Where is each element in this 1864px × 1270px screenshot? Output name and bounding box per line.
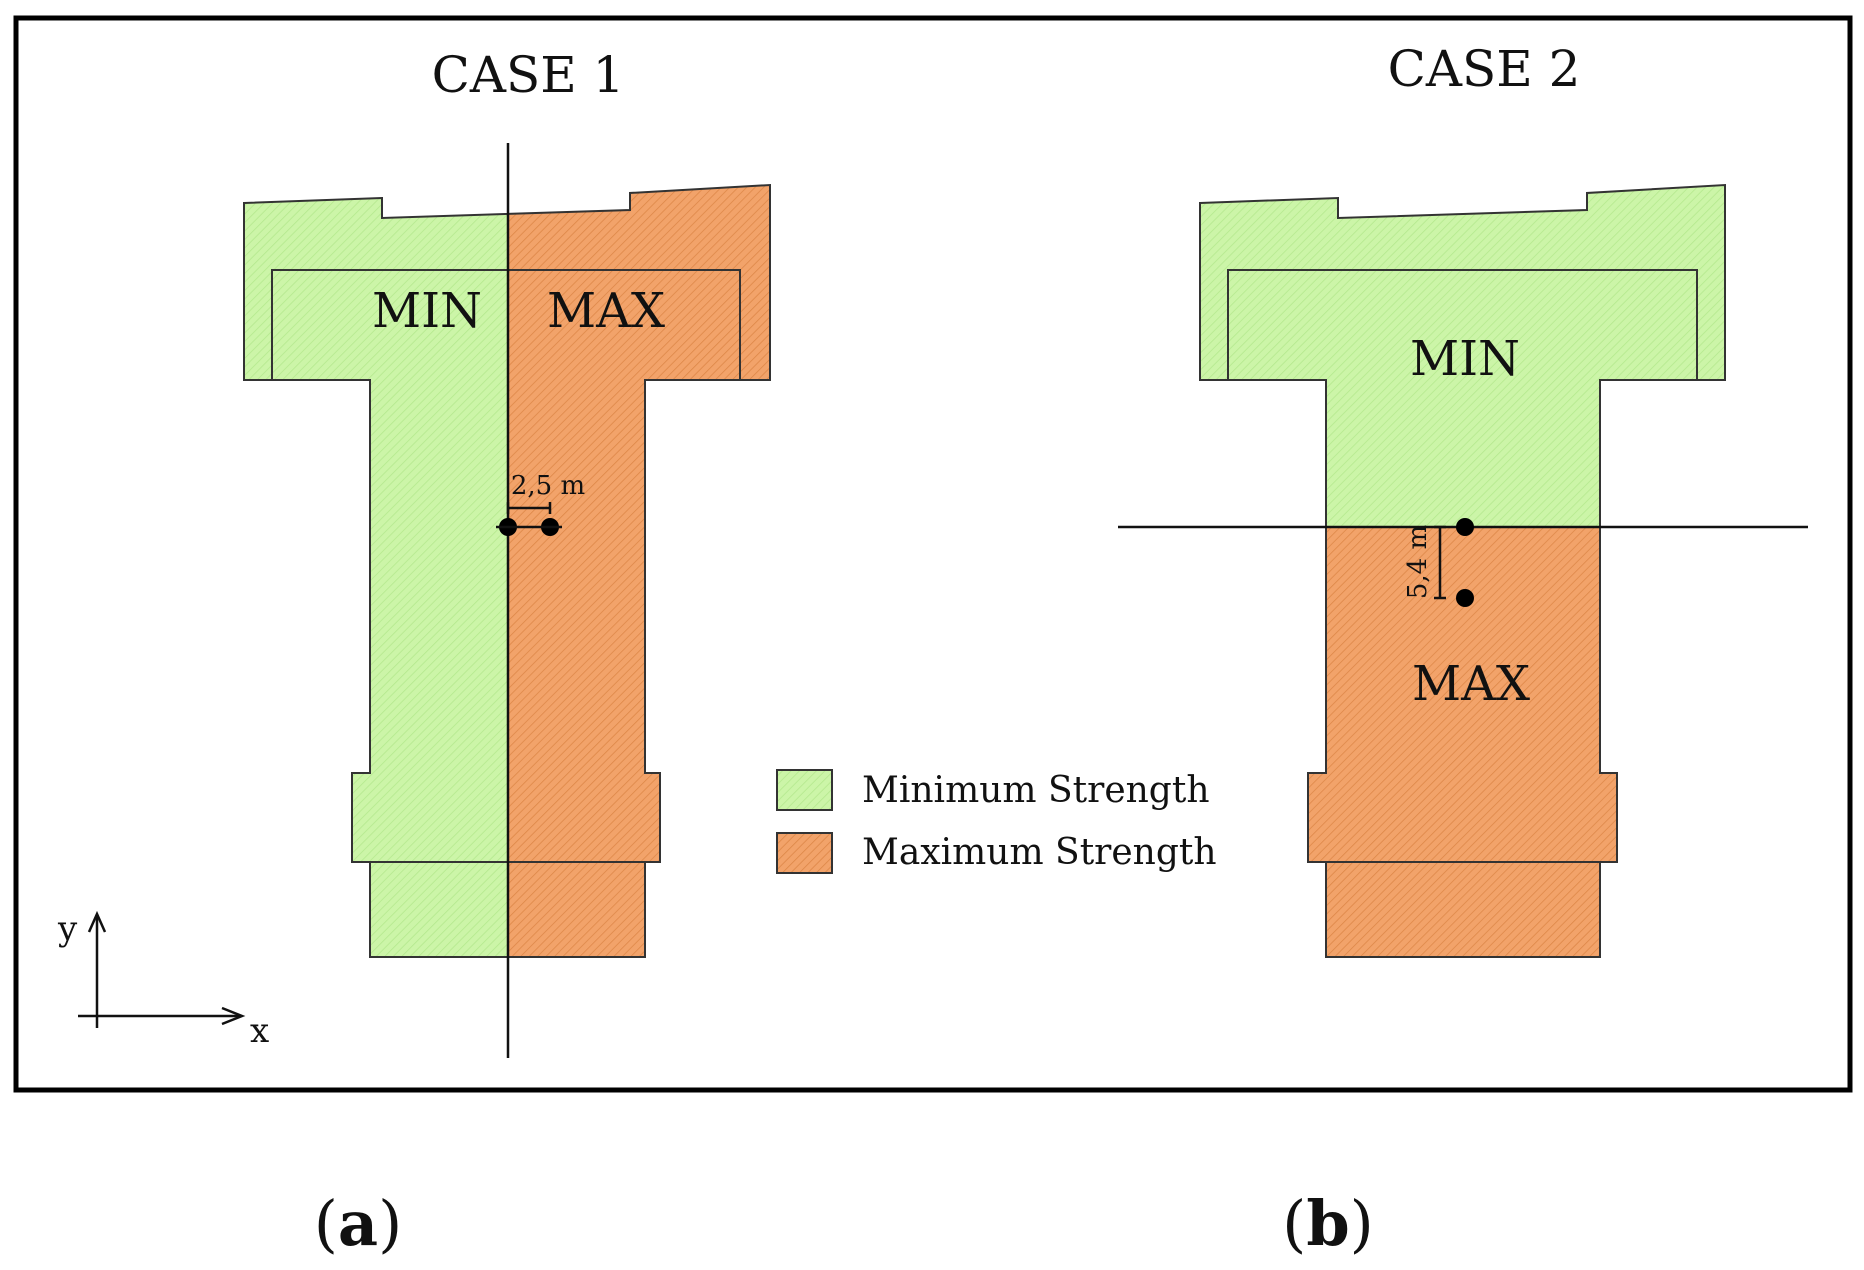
case-2-dimension-label: 5,4 m — [1403, 525, 1433, 599]
y-axis-label: y — [57, 909, 78, 949]
case-1-max-label: MAX — [547, 283, 665, 339]
case-2-title: CASE 2 — [1388, 40, 1581, 98]
case-2-point-b — [1456, 589, 1474, 607]
subfigure-label-b: (b) — [1282, 1187, 1374, 1260]
case-1-dimension-label: 2,5 m — [511, 471, 585, 501]
case-1-max-region — [508, 185, 770, 957]
case-1-diagram: CASE 1 MIN MAX 2,5 m — [243, 46, 771, 1058]
subfigure-label-a: (a) — [314, 1187, 403, 1260]
legend-label-maximum: Maximum Strength — [862, 832, 1217, 873]
case-1-min-region — [244, 198, 508, 957]
legend-swatch-maximum — [776, 832, 833, 874]
case-1-inner-outline — [271, 269, 741, 380]
axes-indicator: y x — [57, 909, 269, 1051]
x-axis-label: x — [250, 1011, 269, 1051]
case-1-min-label: MIN — [372, 283, 482, 339]
case-2-dimension: 5,4 m — [1403, 518, 1474, 607]
legend-label-minimum: Minimum Strength — [862, 770, 1210, 811]
case-2-max-label: MAX — [1412, 656, 1530, 712]
legend: Minimum Strength Maximum Strength — [776, 769, 1217, 874]
case-2-diagram: CASE 2 MIN MAX 5,4 m — [1118, 40, 1808, 958]
case-1-dimension: 2,5 m — [496, 471, 585, 536]
legend-swatch-minimum — [776, 769, 833, 811]
case-1-title: CASE 1 — [432, 46, 625, 104]
case-2-inner-outline — [1227, 269, 1698, 380]
case-2-point-a — [1456, 518, 1474, 536]
case-2-max-region — [1308, 527, 1617, 957]
case-2-min-label: MIN — [1410, 331, 1520, 387]
